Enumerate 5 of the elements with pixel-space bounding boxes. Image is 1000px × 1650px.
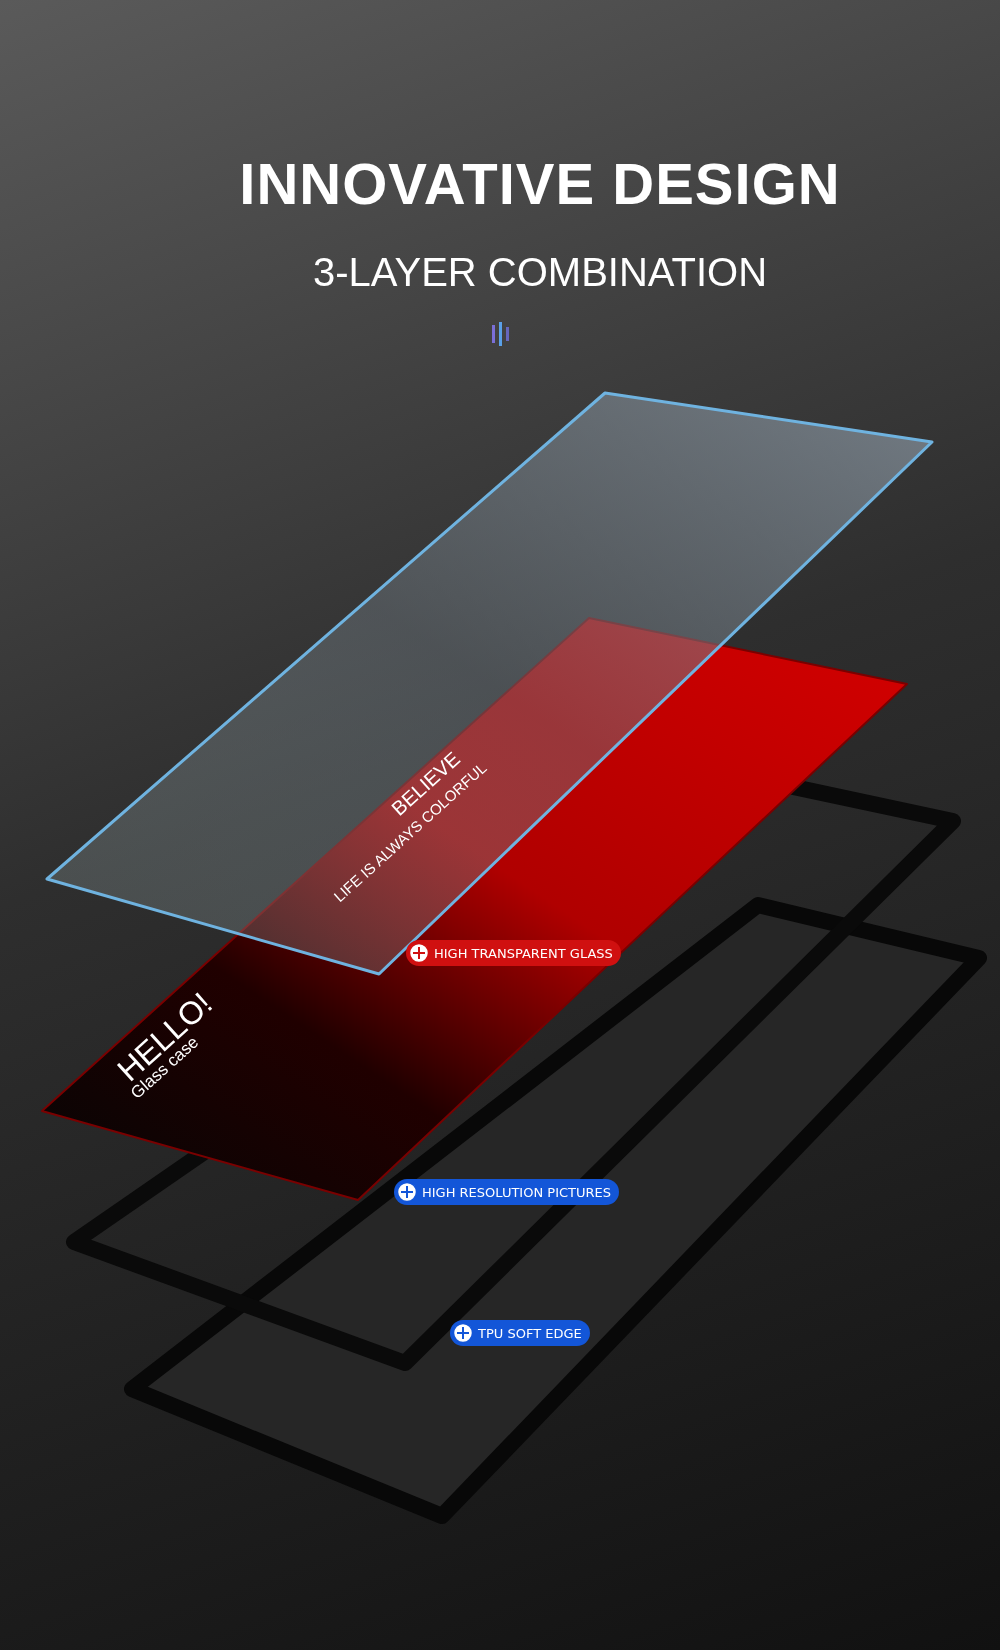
title: INNOVATIVE DESIGN	[238, 150, 842, 217]
feature-label: HIGH TRANSPARENT GLASS	[434, 945, 613, 961]
feature-label: HIGH RESOLUTION PICTURES	[422, 1184, 611, 1200]
subtitle: 3-LAYER COMBINATION	[312, 249, 768, 295]
feature-label: TPU SOFT EDGE	[478, 1325, 582, 1341]
